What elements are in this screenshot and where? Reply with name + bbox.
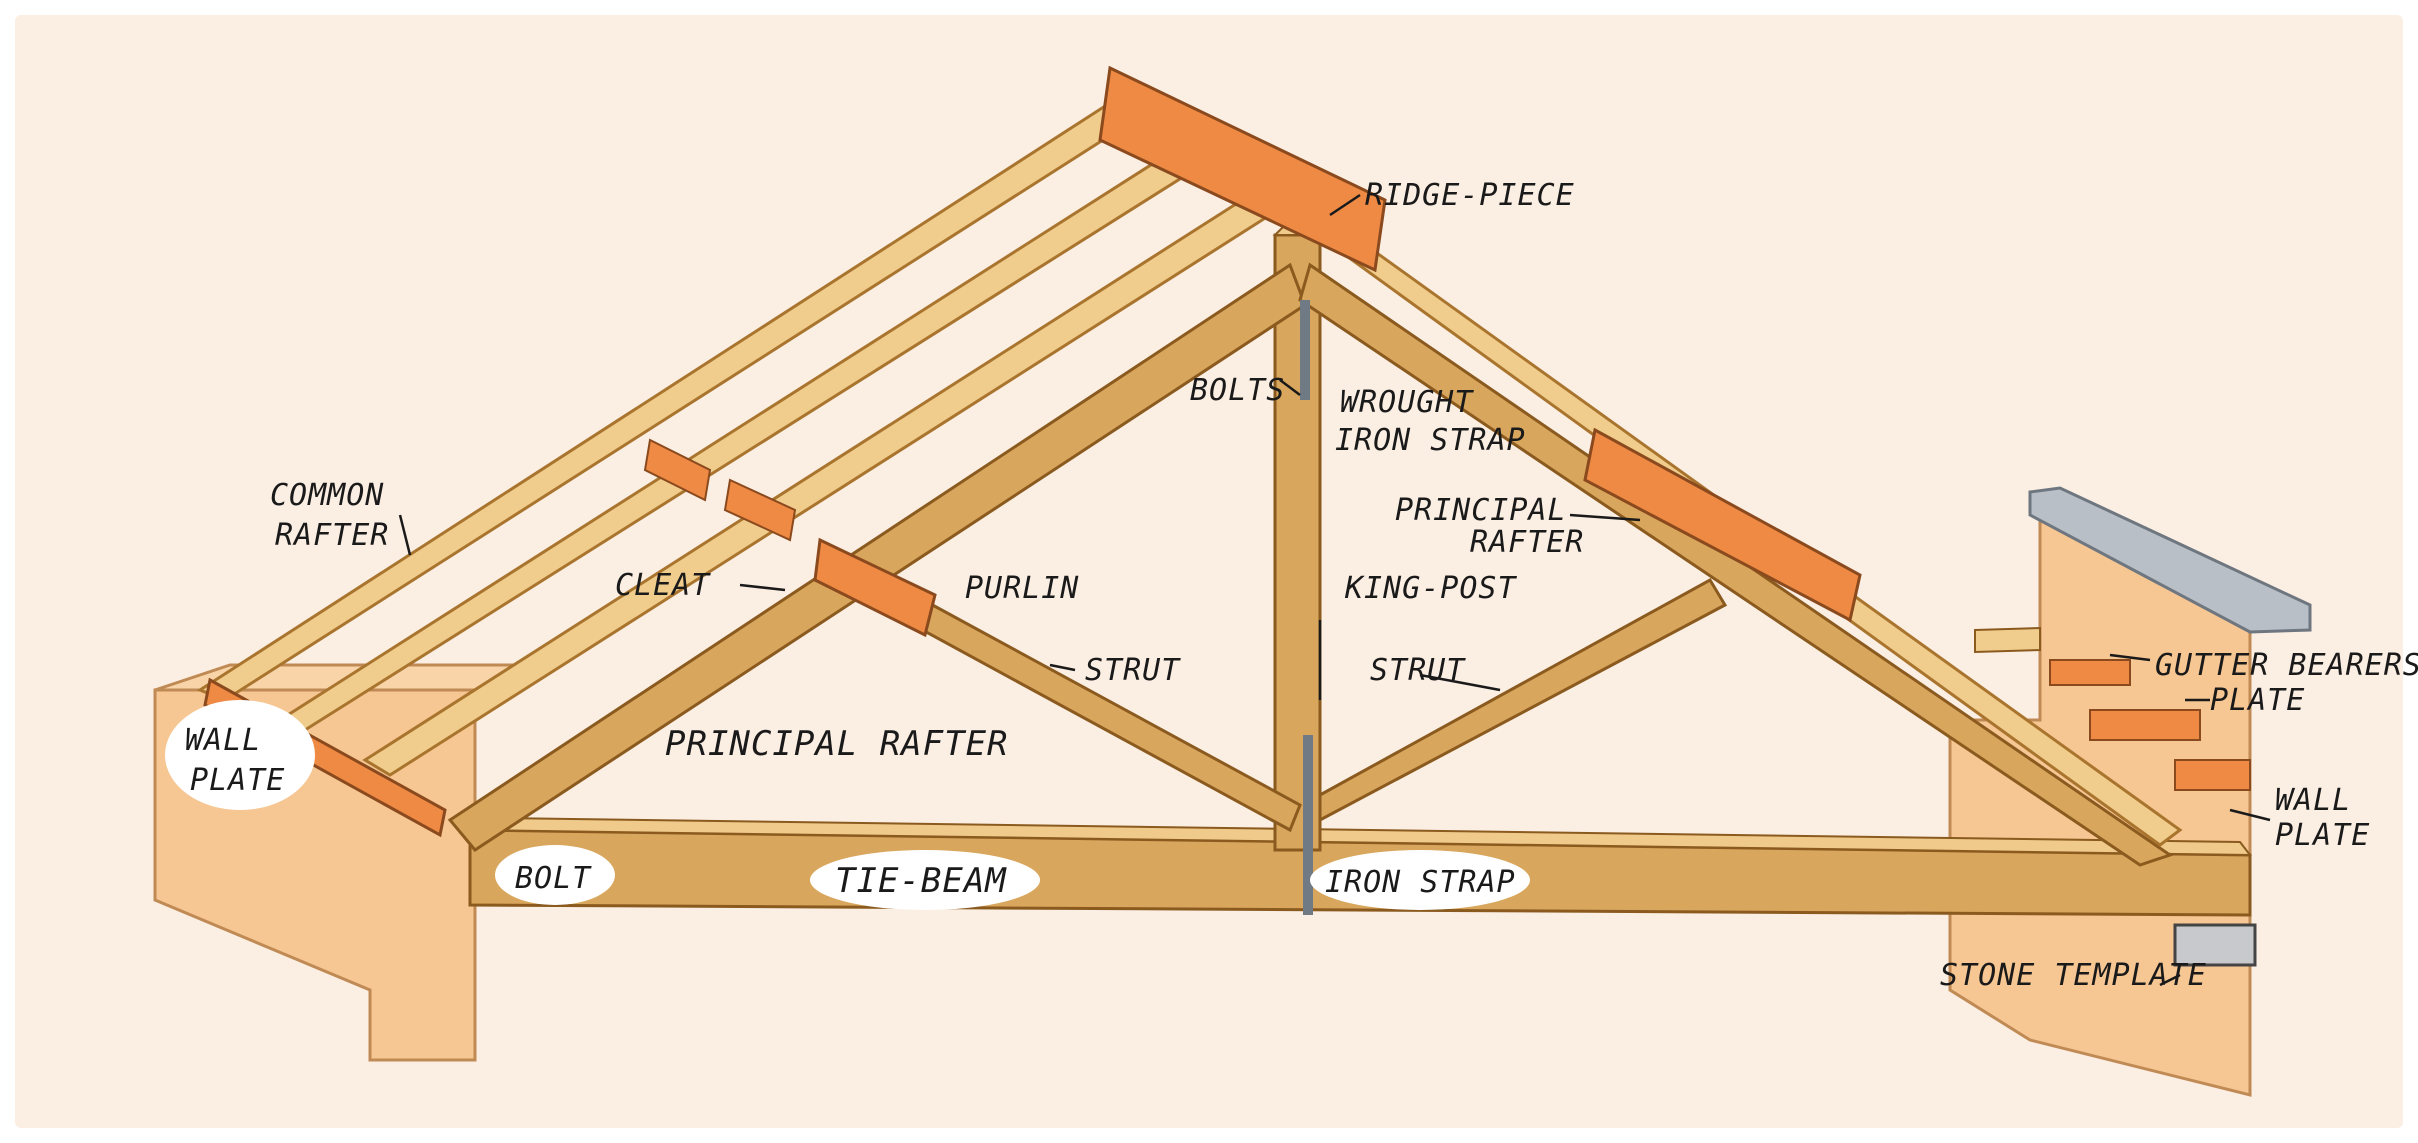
label-ridge-piece: RIDGE-PIECE	[1365, 178, 1575, 213]
label-stone-template: STONE TEMPLATE	[1940, 958, 2207, 993]
gutter-bearers	[1974, 626, 2251, 791]
bolt-oval	[495, 845, 615, 905]
label-principal-rafter-left: PRINCIPAL RAFTER	[665, 724, 1009, 764]
label-wrought-2: IRON STRAP	[1335, 423, 1526, 458]
label-wall-plate-right-2: PLATE	[2275, 818, 2370, 853]
label-principal-rafter-right-1: PRINCIPAL	[1395, 493, 1567, 528]
iron-strap	[1300, 300, 1313, 915]
label-wrought-1: WROUGHT	[1340, 385, 1474, 420]
coping-stone	[2028, 486, 2312, 634]
label-king-post: KING-POST	[1344, 571, 1517, 606]
label-cleat: CLEAT	[615, 568, 711, 603]
label-iron-strap: IRON STRAP	[1325, 865, 1516, 900]
label-bolt: BOLT	[515, 861, 592, 896]
label-plate: PLATE	[2210, 683, 2305, 718]
label-wall-plate-right-1: WALL	[2275, 783, 2351, 818]
purlins	[643, 427, 1862, 638]
wall-plate-left-oval	[165, 700, 315, 810]
label-wall-plate-left-2: PLATE	[190, 763, 285, 798]
label-gutter-bearers: GUTTER BEARERS	[2155, 648, 2418, 683]
principal-rafter-right	[1298, 262, 2174, 867]
label-common-rafter-1: COMMON	[270, 478, 384, 513]
label-bolts: BOLTS	[1190, 373, 1285, 408]
label-wall-plate-left-1: WALL	[185, 723, 261, 758]
ridge-piece	[1098, 65, 1387, 273]
label-principal-rafter-right-2: RAFTER	[1470, 525, 1584, 560]
strut-right	[1318, 577, 1728, 823]
label-tie-beam: TIE-BEAM	[835, 861, 1007, 901]
leader-lines	[398, 193, 2271, 987]
label-strut-left: STRUT	[1085, 653, 1181, 688]
label-strut-right: STRUT	[1370, 653, 1466, 688]
stone-template	[2173, 923, 2257, 967]
tie-beam-oval	[810, 850, 1040, 910]
label-common-rafter-2: RAFTER	[275, 518, 389, 553]
iron-strap-oval	[1310, 850, 1530, 910]
label-purlin: PURLIN	[965, 571, 1079, 606]
